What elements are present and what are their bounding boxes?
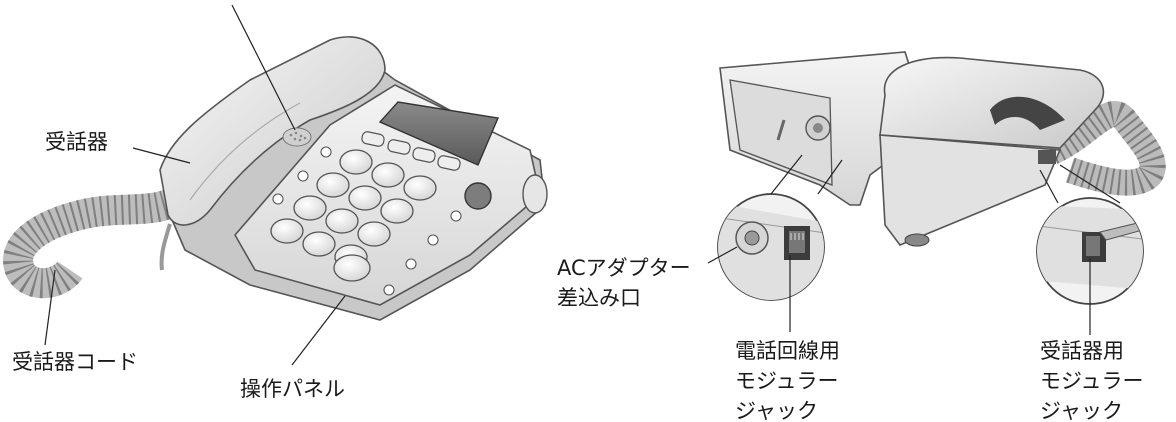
handset-jack-label-line2: モジュラー [1040, 369, 1144, 393]
handset-jack-label-line1: 受話器用 [1040, 339, 1124, 363]
line-jack-label-line2: モジュラー [735, 369, 839, 393]
ac-adapter-jack-label: ACアダプター 差込み口 [557, 253, 691, 313]
ac-adapter-jack-label-line2: 差込み口 [557, 286, 641, 310]
handset-jack-label-line3: ジャック [1040, 399, 1123, 422]
telephone-back [719, 51, 1166, 247]
telephone-front [3, 36, 548, 321]
operation-panel-label: 操作パネル [240, 377, 345, 401]
ac-adapter-jack-label-line1: ACアダプター [557, 256, 691, 280]
leader-lines-right [707, 154, 1121, 335]
line-jack-label: 電話回線用 モジュラー ジャック [735, 336, 840, 422]
line-jack-label-line1: 電話回線用 [735, 339, 840, 363]
handset-jack-closeup [1036, 197, 1144, 305]
handset-cord-label: 受話器コード [12, 350, 138, 374]
handset-cord [3, 186, 186, 299]
ac-line-jack-closeup [717, 193, 825, 301]
handset [159, 36, 386, 226]
leader-lines-left [44, 4, 346, 366]
handset-jack-label: 受話器用 モジュラー ジャック [1040, 336, 1144, 422]
line-jack-label-line3: ジャック [735, 399, 818, 422]
handset-label: 受話器 [45, 130, 108, 154]
